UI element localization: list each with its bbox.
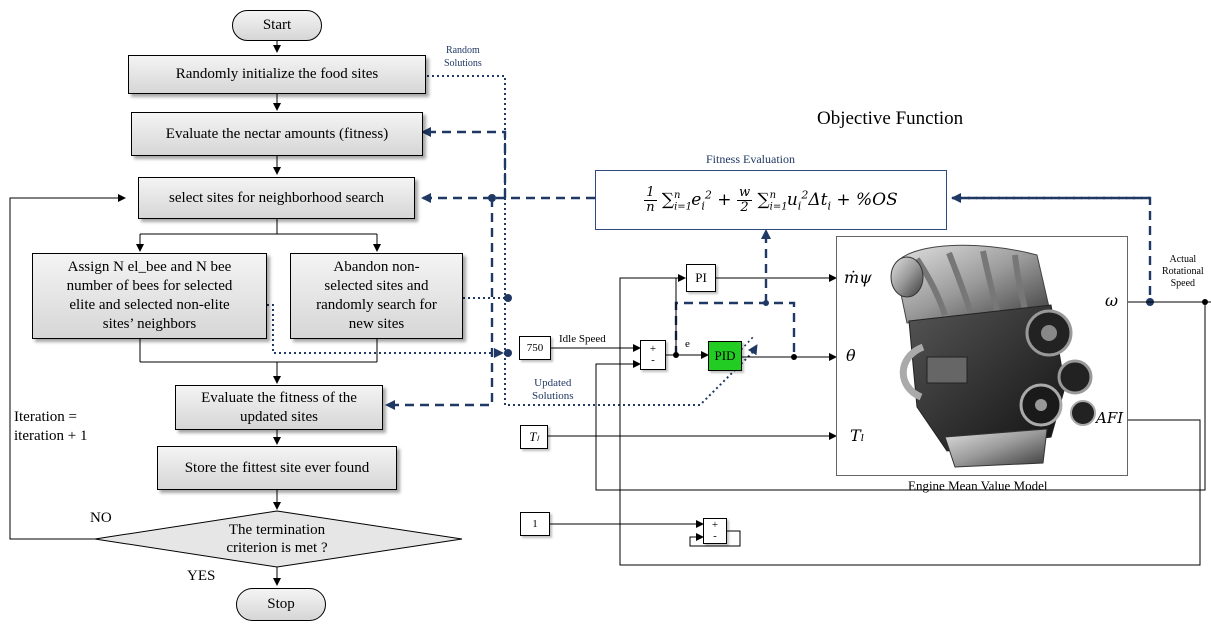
eval-updated-label-1: Evaluate the fitness of the (201, 389, 357, 406)
idle-speed-label: Idle Speed (559, 333, 606, 345)
assign-label-1: Assign N el_bee and N bee (67, 259, 232, 275)
port-omega: ω (1105, 291, 1119, 310)
termination-text: The termination criterion is met ? (207, 521, 347, 557)
engine-model-block (836, 236, 1128, 476)
iteration-label: Iteration = iteration + 1 (14, 408, 87, 446)
fitness-evaluation-label: Fitness Evaluation (706, 152, 795, 166)
eval-updated-label-2: updated sites (240, 408, 318, 425)
pid-block: PID (708, 341, 742, 371)
updated-solutions-label: Updated Solutions (532, 377, 574, 403)
const-1-block: 1 (520, 512, 550, 536)
engine-model-label: Engine Mean Value Model (908, 478, 1048, 493)
random-label-2: Solutions (444, 58, 482, 69)
port-theta: θ (846, 346, 856, 365)
sum-minus-label: - (651, 354, 655, 366)
termination-label-1: The termination (228, 522, 326, 538)
abandon-label-1: Abandon non- (333, 259, 420, 275)
abandon-process: Abandon non- selected sites and randomly… (290, 253, 463, 339)
actual-label-1: Actual (1169, 254, 1197, 265)
actual-label-3: Speed (1170, 278, 1196, 289)
pid-label: PID (714, 348, 736, 363)
sum-block: + - (640, 340, 666, 370)
updated-label-1: Updated (534, 377, 572, 389)
store-process: Store the fittest site ever found (157, 446, 397, 490)
init-process: Randomly initialize the food sites (128, 55, 426, 94)
random-solutions-label: Random Solutions (444, 44, 482, 70)
iteration-label-1: Iteration = (14, 409, 78, 425)
engine-icon (890, 244, 1096, 468)
port-mdot: ṁψ (844, 268, 872, 287)
pi-label: PI (695, 270, 707, 285)
store-label: Store the fittest site ever found (184, 459, 370, 476)
evaluate-label: Evaluate the nectar amounts (fitness) (165, 125, 389, 142)
termination-label-2: criterion is met ? (226, 540, 328, 556)
abandon-label-2: selected sites and (324, 278, 429, 294)
assign-label-3: elite and selected non-elite (69, 297, 230, 313)
sum-plus-label: + (649, 343, 657, 355)
sum-block-2: + - (703, 518, 727, 544)
pi-block: PI (686, 264, 716, 292)
evaluate-process: Evaluate the nectar amounts (fitness) (131, 112, 423, 156)
iteration-label-2: iteration + 1 (14, 428, 88, 444)
select-process: select sites for neighborhood search (138, 177, 415, 219)
yes-label: YES (187, 568, 216, 584)
sum2-minus-label: - (713, 530, 717, 542)
objective-function-title: Objective Function (817, 108, 964, 129)
sum2-plus-label: + (711, 519, 719, 531)
const-750-block: 750 (519, 336, 551, 360)
abandon-label-3: randomly search for (316, 297, 437, 313)
updated-label-2: Solutions (532, 390, 574, 402)
tl-input-label: Tₗ (529, 429, 539, 444)
tl-input-block: Tₗ (520, 425, 548, 449)
start-label: Start (262, 17, 292, 33)
port-afi: AFI (1096, 409, 1124, 427)
assign-label-2: number of bees for selected (66, 278, 233, 294)
const-750-label: 750 (526, 342, 544, 354)
const-1-label: 1 (532, 518, 538, 530)
termination-diamond (94, 510, 463, 568)
random-label-1: Random (445, 45, 480, 56)
assign-process: Assign N el_bee and N bee number of bees… (32, 253, 267, 339)
actual-speed-label: Actual Rotational Speed (1162, 254, 1204, 290)
port-tl: Tₗ (850, 426, 865, 445)
eval-updated-process: Evaluate the fitness of the updated site… (175, 385, 383, 430)
actual-label-2: Rotational (1162, 266, 1204, 277)
select-label: select sites for neighborhood search (169, 189, 384, 206)
stop-label: Stop (267, 596, 295, 612)
assign-label-4: sites’ neighbors (102, 316, 197, 332)
abandon-label-4: new sites (348, 316, 405, 332)
init-label: Randomly initialize the food sites (175, 66, 379, 82)
no-label: NO (90, 510, 112, 526)
error-label: e (685, 338, 690, 350)
stop-terminal: Stop (236, 588, 326, 621)
start-terminal: Start (232, 10, 322, 41)
